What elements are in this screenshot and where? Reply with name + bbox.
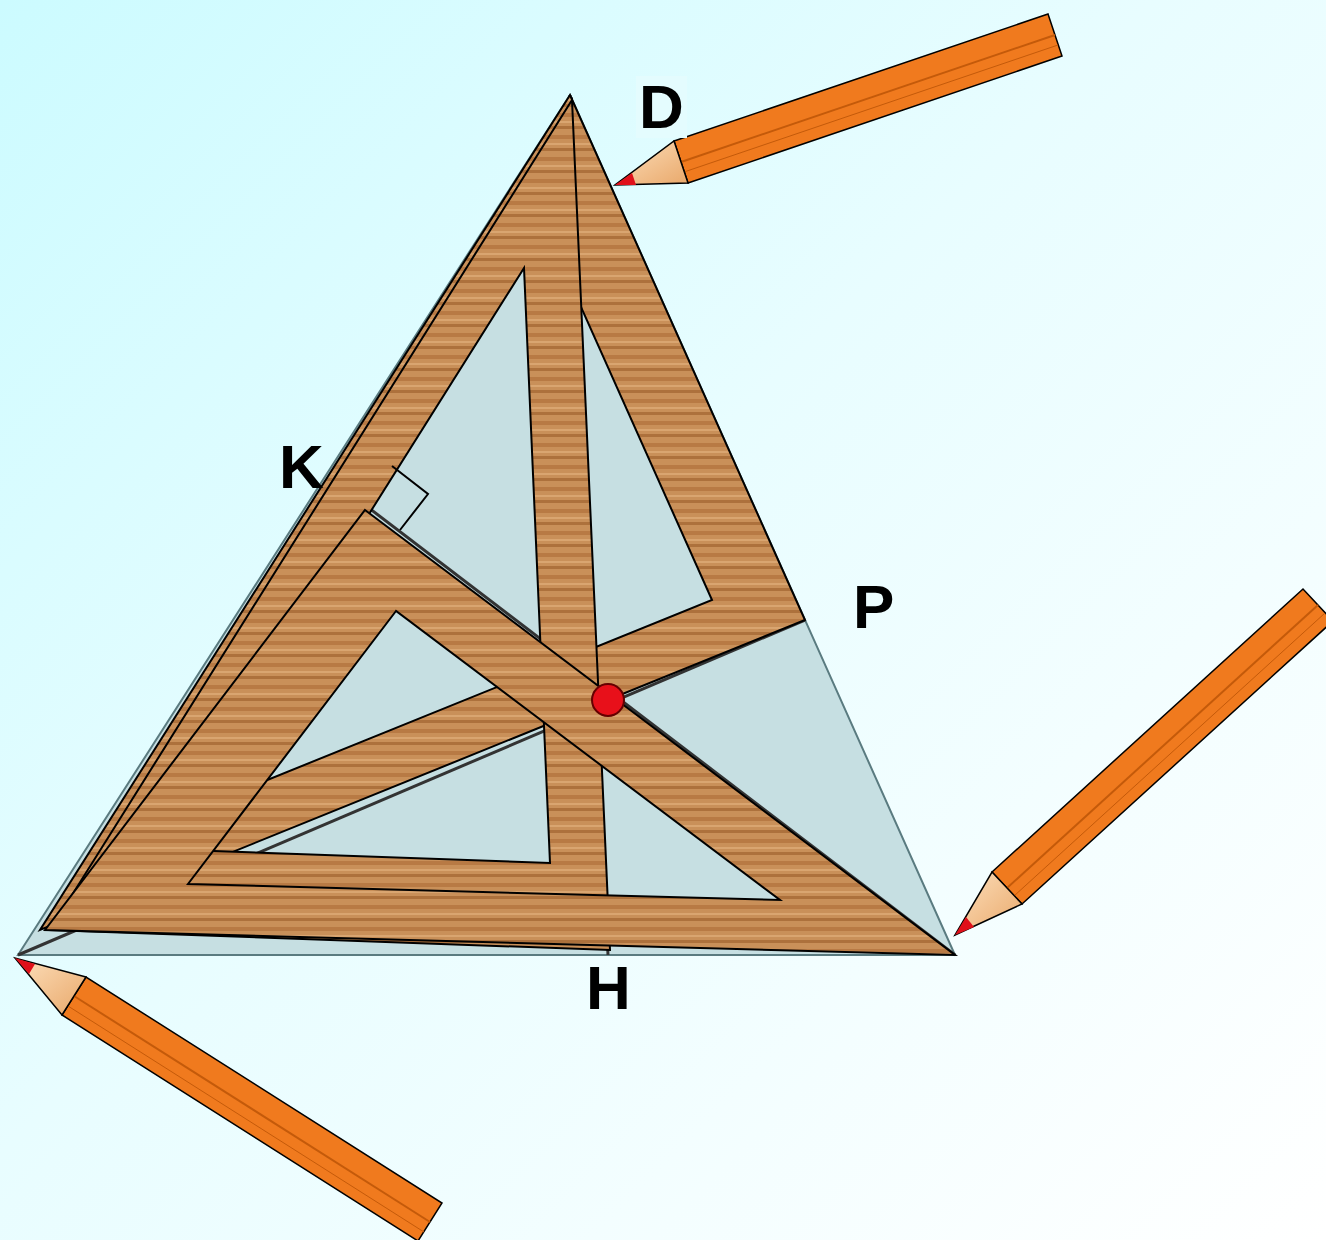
pencil	[15, 958, 442, 1240]
point-label: H	[583, 957, 634, 1019]
point-label: D	[636, 76, 687, 138]
point-label: P	[850, 576, 897, 638]
pencil	[615, 14, 1062, 185]
set-square	[45, 510, 955, 955]
pencil	[955, 589, 1326, 935]
right-angle-mark	[392, 466, 428, 530]
point-label: K	[276, 436, 327, 498]
orthocenter-dot	[592, 684, 624, 716]
triangle	[18, 95, 955, 955]
